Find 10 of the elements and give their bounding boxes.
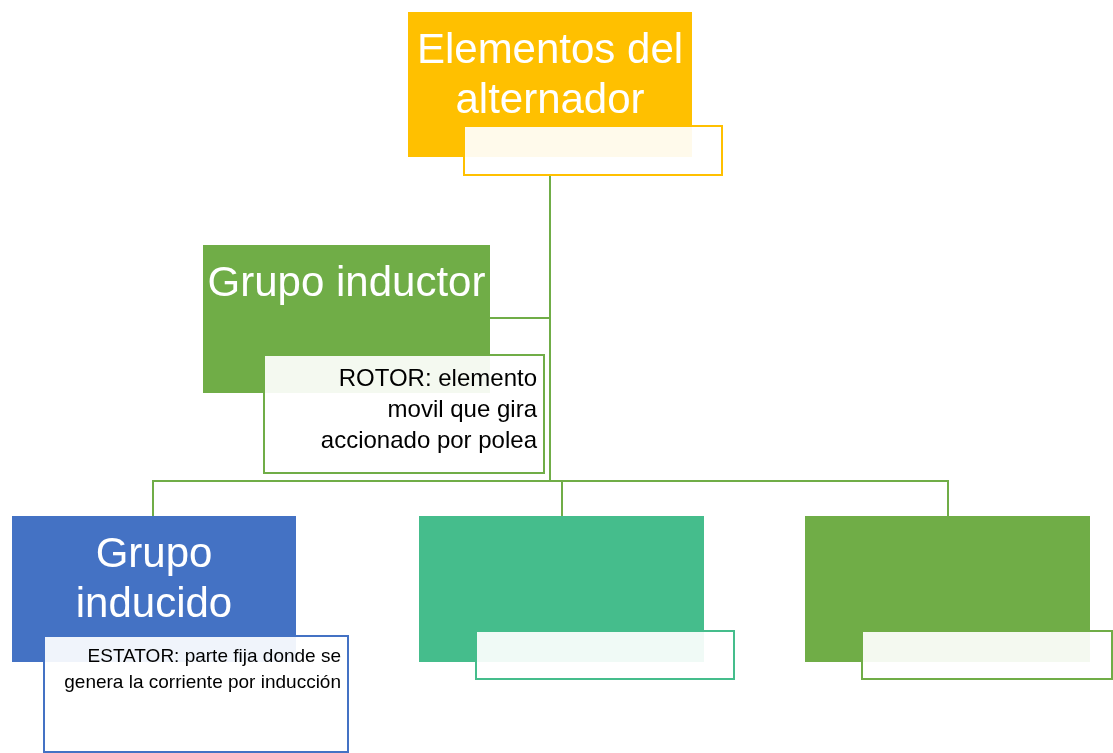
text-box [475,630,735,680]
group-title: Grupo inducido [74,528,234,628]
group-title: Grupo inductor [207,257,486,307]
text-box [463,125,723,176]
text-box [861,630,1113,680]
description-text: ROTOR: elemento movil que gira accionado por polea [319,363,537,455]
group-title: Elementos del alternador [415,24,685,124]
description-box [43,635,349,753]
description-text: ESTATOR: parte fija donde se genera la corriente por inducción [63,644,341,694]
description-box [263,354,545,474]
